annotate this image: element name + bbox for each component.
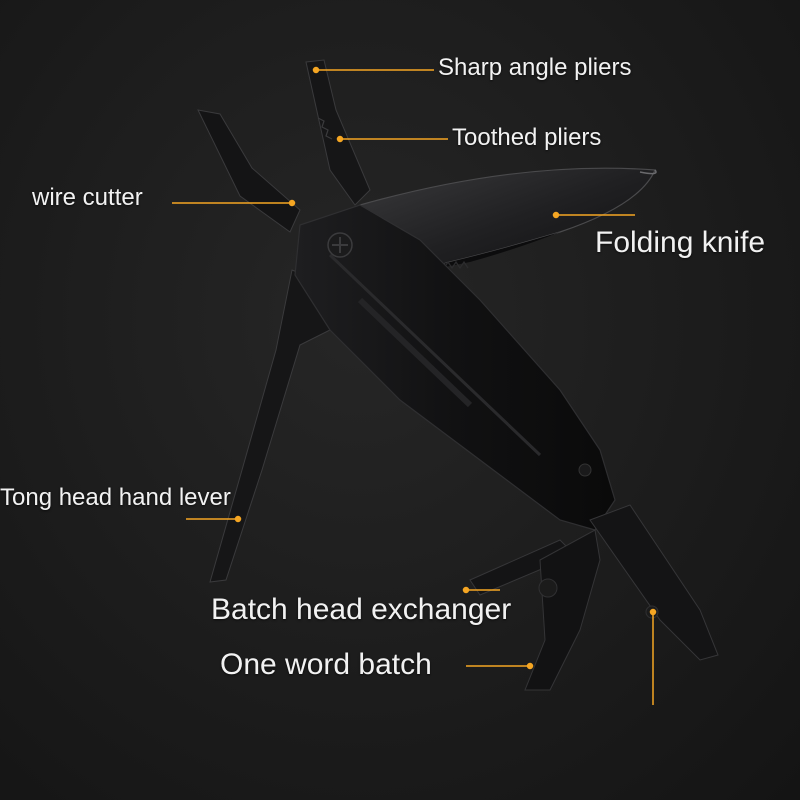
toothed-pliers-label: Toothed pliers bbox=[452, 124, 602, 151]
one-word-batch-label: One word batch bbox=[220, 648, 432, 681]
wire-cutter-label: wire cutter bbox=[32, 184, 143, 211]
batch-head-exchanger-label: Batch head exchanger bbox=[211, 593, 512, 626]
folding-knife-label: Folding knife bbox=[595, 226, 766, 259]
sharp-angle-pliers-label: Sharp angle pliers bbox=[438, 54, 632, 81]
callout-leaders bbox=[172, 66, 657, 705]
tong-head-hand-lever-label: Tong head hand lever bbox=[0, 484, 231, 511]
pliers-upper-jaw bbox=[305, 59, 371, 206]
tong-head-hand-lever bbox=[209, 269, 341, 583]
bottom-tools bbox=[469, 504, 719, 691]
pliers-lower-jaw bbox=[197, 109, 301, 233]
